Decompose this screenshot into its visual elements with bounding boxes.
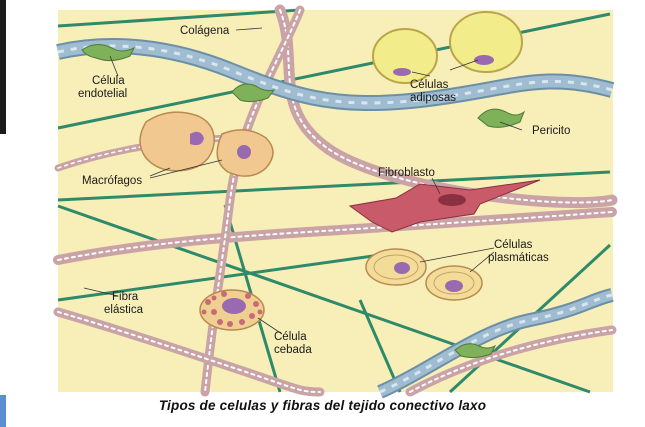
label-celula-cebada-line1: Célula	[274, 331, 307, 343]
label-pericito: Pericito	[532, 125, 570, 137]
figure-caption: Tipos de celulas y fibras del tejido con…	[0, 398, 645, 413]
label-celulas-plasmaticas-line2: plasmáticas	[488, 252, 549, 264]
label-celulas-adiposas-line2: adiposas	[410, 92, 456, 104]
macrophage	[140, 112, 214, 171]
label-fibroblasto: Fibroblasto	[378, 167, 435, 179]
mast-cell	[200, 290, 264, 330]
label-celula-endotelial-line2: endotelial	[78, 88, 127, 100]
label-macrofagos: Macrófagos	[82, 175, 142, 187]
label-celula-cebada-line2: cebada	[274, 344, 312, 356]
label-fibra-elastica-line1: Fibra	[112, 291, 139, 303]
label-celula-endotelial-line1: Célula	[92, 75, 125, 87]
label-colagena: Colágena	[180, 25, 230, 37]
label-celulas-adiposas-line1: Células	[410, 79, 449, 91]
label-fibra-elastica-line2: elástica	[104, 304, 144, 316]
label-celulas-plasmaticas-line1: Células	[494, 239, 533, 251]
